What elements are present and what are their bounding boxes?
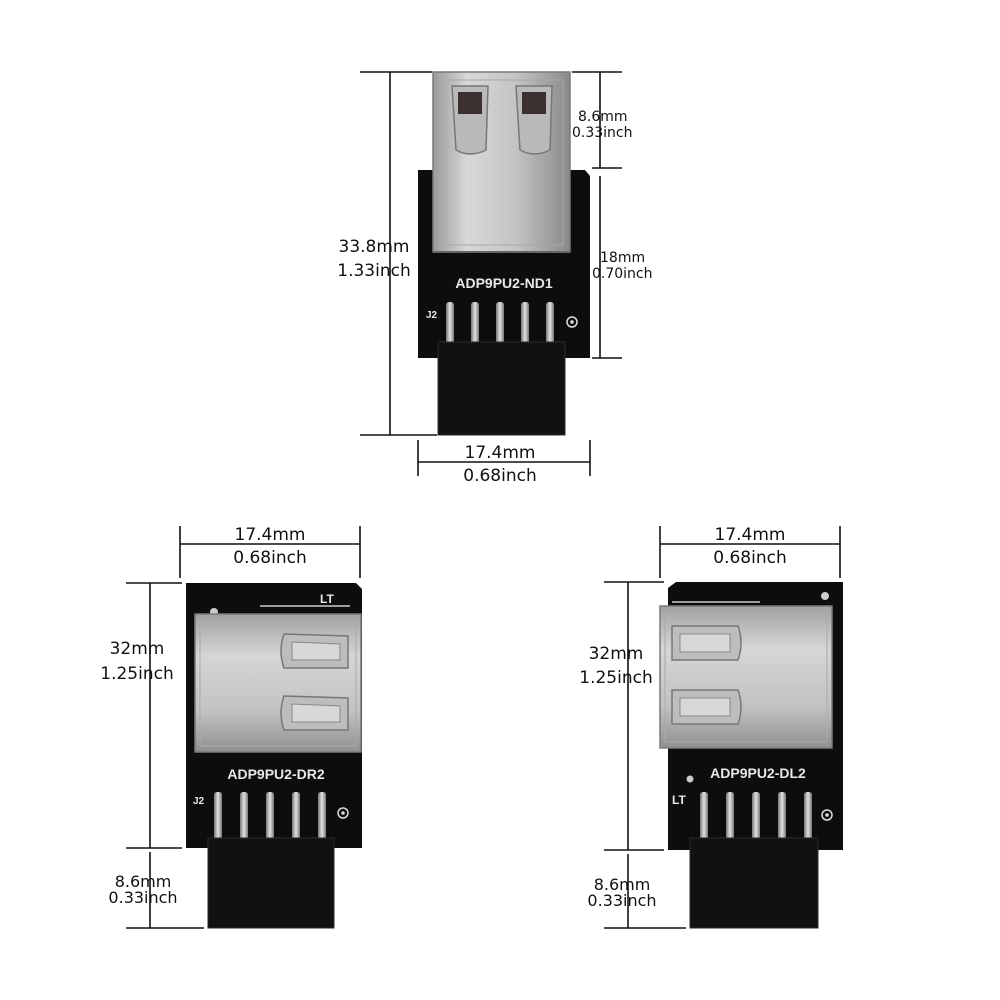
usb-contact-tab-right: [515, 85, 553, 155]
usb-contact-tab-bottom: [280, 695, 349, 731]
adapter-dl2: ADP9PU2-DL2 LT 17.4mm 0.68inch 32mm: [579, 525, 843, 929]
header-mm-label: 8.6mm: [594, 875, 651, 894]
usb-contact-tab-top: [671, 625, 742, 661]
width-in-label: 0.68inch: [463, 466, 536, 486]
mount-hole: [566, 316, 578, 328]
usb-port-shell: [194, 613, 362, 753]
header-pins: [700, 792, 812, 840]
height-mm-label: 32mm: [110, 639, 165, 659]
dim-width: [417, 440, 591, 476]
header-label: LT: [672, 793, 686, 807]
dim-port-depth: [572, 71, 622, 169]
width-mm-label: 17.4mm: [235, 525, 306, 545]
dim-width: [179, 526, 361, 578]
header-mm-label: 8.6mm: [115, 872, 172, 891]
adapter-dr2: LT ADP9PU2-DR2 J2: [100, 525, 362, 929]
header-label: J2: [426, 310, 438, 321]
width-in-label: 0.68inch: [713, 548, 786, 568]
usb-contact-tab-left: [451, 85, 489, 155]
width-in-label: 0.68inch: [233, 548, 306, 568]
usb-contact-tab-bottom: [671, 689, 742, 725]
dim-header: [604, 854, 686, 929]
dim-height: [126, 582, 182, 849]
header-in-label: 0.33inch: [108, 888, 177, 907]
width-mm-label: 17.4mm: [715, 525, 786, 545]
pin-header-block: [437, 341, 566, 436]
dim-height: [360, 71, 437, 436]
dim-width: [659, 526, 841, 578]
header-pins: [214, 792, 326, 840]
pin-header-block: [207, 837, 335, 929]
height-mm-label: 32mm: [589, 644, 644, 664]
header-pins: [446, 302, 554, 350]
height-in-label: 1.33inch: [337, 261, 410, 281]
pin-header-block: [689, 837, 819, 929]
height-mm-label: 33.8mm: [339, 237, 410, 257]
adapter-nd1: ADP9PU2-ND1 J2: [337, 71, 653, 486]
port-in-label: 0.33inch: [572, 125, 633, 141]
board-mm-label: 18mm: [600, 250, 645, 266]
dim-header: [126, 852, 204, 929]
dim-height: [604, 581, 664, 851]
model-label: ADP9PU2-ND1: [455, 275, 552, 291]
width-mm-label: 17.4mm: [465, 443, 536, 463]
usb-contact-tab-top: [280, 633, 349, 669]
header-in-label: 0.33inch: [587, 891, 656, 910]
side-label: LT: [320, 592, 334, 606]
model-label: ADP9PU2-DR2: [227, 766, 324, 782]
model-label: ADP9PU2-DL2: [710, 765, 806, 781]
dim-board-height: [592, 176, 622, 359]
board-in-label: 0.70inch: [592, 266, 653, 282]
port-mm-label: 8.6mm: [578, 109, 628, 125]
mount-hole: [821, 809, 833, 821]
height-in-label: 1.25inch: [579, 668, 652, 688]
header-label: J2: [193, 796, 205, 807]
height-in-label: 1.25inch: [100, 664, 173, 684]
mount-hole: [337, 807, 349, 819]
